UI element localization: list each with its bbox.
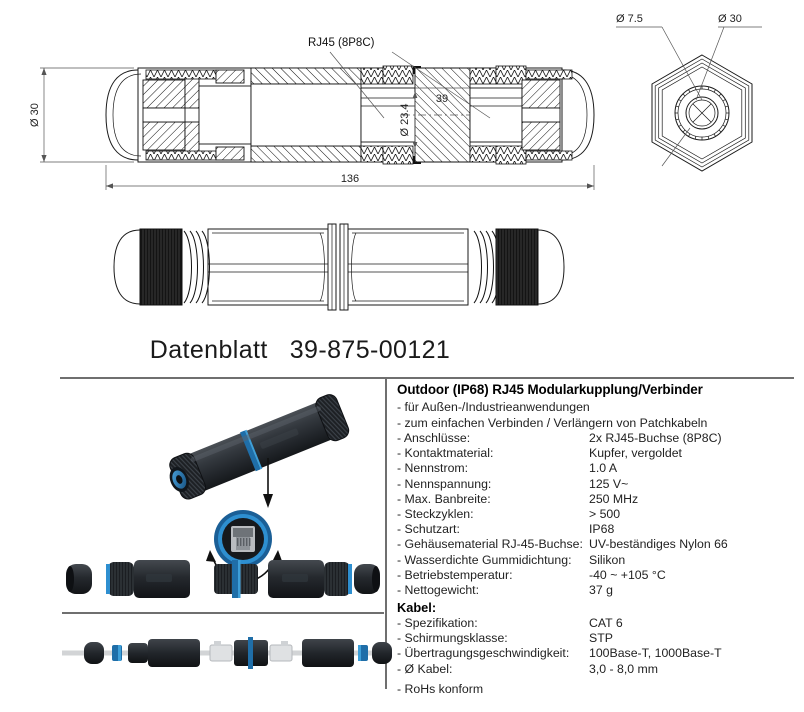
spec-row: - Anschlüsse: 2x RJ45-Buchse (8P8C)	[397, 431, 797, 445]
spec-label: - Übertragungsgeschwindigkeit:	[397, 646, 570, 661]
spec-value: 2x RJ45-Buchse (8P8C)	[589, 431, 722, 445]
mid-divider	[62, 612, 384, 614]
spec-label: - Steckzyklen:	[397, 506, 474, 521]
spec-label: - Kontaktmaterial:	[397, 446, 494, 461]
spec-note: - für Außen-/Industrieanwendungen	[397, 400, 590, 414]
spec-label: - Nettogewicht:	[397, 582, 480, 597]
spec-row: - Wasserdichte Gummidichtung: Silikon	[397, 553, 797, 567]
spec-row: - Kontaktmaterial: Kupfer, vergoldet	[397, 446, 797, 460]
spec-row: - Betriebstemperatur: -40 ~ +105 °C	[397, 568, 797, 582]
spec-row: - Gehäusematerial RJ-45-Buchse: UV-bestä…	[397, 537, 797, 551]
rj45-jack-detail-photo	[212, 508, 274, 570]
spec-label: - Gehäusematerial RJ-45-Buchse:	[397, 537, 583, 552]
spec-label: - Wasserdichte Gummidichtung:	[397, 552, 572, 567]
dim-inner-diameter: Ø 23.4	[399, 103, 411, 136]
spec-row: - Nennspannung: 125 V~	[397, 477, 797, 491]
spec-label: - Schutzart:	[397, 522, 460, 537]
spec-row: - Übertragungsgeschwindigkeit: 100Base-T…	[397, 646, 797, 660]
spec-label: - Betriebstemperatur:	[397, 567, 513, 582]
spec-value: 37 g	[589, 582, 613, 597]
rohs-note: - RoHs konform	[397, 681, 484, 696]
spec-value: -40 ~ +105 °C	[589, 567, 666, 582]
dim-length-overall: 136	[341, 173, 359, 185]
spec-row: - Schirmungsklasse: STP	[397, 631, 797, 645]
spec-value: CAT 6	[589, 616, 623, 631]
flow-arrow-down-icon	[258, 458, 278, 510]
spec-row: - Spezifikation: CAT 6	[397, 616, 797, 630]
exploded-parts-photo	[62, 550, 382, 606]
outline-drawing	[100, 212, 580, 322]
spec-value: Silikon	[589, 552, 626, 567]
spec-row: - Ø Kabel: 3,0 - 8,0 mm	[397, 662, 797, 676]
spec-row: - Nennstrom: 1.0 A	[397, 461, 797, 475]
cable-assembly-photo	[62, 630, 392, 676]
spec-value: Kupfer, vergoldet	[589, 446, 682, 461]
section-drawing: Ø 30 136 39 Ø 23.4 RJ45 (8P8C)	[0, 0, 600, 205]
callout-rj45: RJ45 (8P8C)	[308, 37, 375, 49]
dim-hex-across: Ø 30	[718, 13, 742, 25]
dim-cable-hole: Ø 7.5	[616, 13, 643, 25]
spec-label: - Max. Banbreite:	[397, 491, 491, 506]
spec-value: > 500	[589, 506, 621, 521]
end-view-drawing: Ø 7.5 Ø 30	[600, 0, 804, 205]
spec-row: - Nettogewicht: 37 g	[397, 583, 797, 597]
spec-label: - Nennstrom:	[397, 461, 469, 476]
page-title: Datenblatt 39-875-00121	[149, 336, 451, 364]
panel-divider	[385, 377, 387, 689]
spec-heading: Outdoor (IP68) RJ45 Modularkupplung/Verb…	[397, 382, 703, 397]
spec-label: - Ø Kabel:	[397, 661, 453, 676]
spec-row: - Max. Banbreite: 250 MHz	[397, 492, 797, 506]
spec-value: 1.0 A	[589, 461, 618, 476]
dim-outer-diameter: Ø 30	[29, 103, 41, 127]
spec-value: STP	[589, 631, 613, 646]
spec-label: - Schirmungsklasse:	[397, 631, 508, 646]
spec-value: 100Base-T, 1000Base-T	[589, 646, 722, 661]
spec-note: - zum einfachen Verbinden / Verlängern v…	[397, 415, 708, 430]
spec-value: 250 MHz	[589, 491, 639, 506]
cable-section-heading: Kabel:	[397, 599, 437, 615]
dim-length-segment: 39	[436, 93, 448, 105]
spec-label: - Nennspannung:	[397, 476, 492, 491]
top-divider	[60, 377, 794, 379]
spec-value: 125 V~	[589, 476, 629, 491]
spec-label: - Anschlüsse:	[397, 431, 471, 445]
spec-row: - Steckzyklen: > 500	[397, 507, 797, 521]
spec-value: UV-beständiges Nylon 66	[589, 537, 728, 552]
spec-value: IP68	[589, 522, 615, 537]
spec-row: - Schutzart: IP68	[397, 522, 797, 536]
specifications-panel: Outdoor (IP68) RJ45 Modularkupplung/Verb…	[397, 382, 797, 697]
spec-label: - Spezifikation:	[397, 616, 478, 631]
spec-value: 3,0 - 8,0 mm	[589, 661, 659, 676]
assembled-connector-photo	[150, 388, 385, 500]
